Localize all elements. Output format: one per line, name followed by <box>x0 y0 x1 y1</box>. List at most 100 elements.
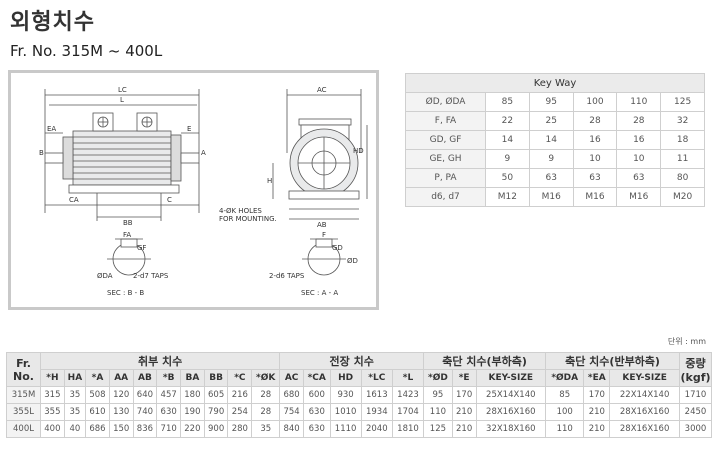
keyway-cell: M12 <box>485 187 530 207</box>
dimension-cell: 1810 <box>391 420 425 438</box>
dimension-cell: 686 <box>85 420 110 438</box>
dimension-cell: 180 <box>180 386 205 404</box>
dimension-cell: 1110 <box>329 420 362 438</box>
unit-note: 단위 : mm <box>667 337 706 346</box>
dim-fa-label: FA <box>123 231 131 239</box>
dim-a-label: A <box>201 149 206 157</box>
keyway-cell: 10 <box>616 149 662 169</box>
holes-note-line1: 4-ØK HOLES <box>219 207 262 215</box>
dimension-cell: 1710 <box>679 386 712 404</box>
column-header: *ØDA <box>545 369 585 387</box>
dimension-cell: 280 <box>227 420 253 438</box>
dimension-cell: 600 <box>302 386 331 404</box>
keyway-cell: M20 <box>660 187 705 207</box>
dimension-cell: 315 <box>40 386 65 404</box>
keyway-cell: 18 <box>660 130 705 150</box>
dim-lc-label: LC <box>118 86 127 94</box>
keyway-cell: 25 <box>528 111 574 131</box>
dimension-cell: 85 <box>545 386 585 404</box>
dimension-cell: 120 <box>108 386 134 404</box>
dimension-cell: 216 <box>227 386 253 404</box>
column-header: *B <box>156 369 182 387</box>
keyway-cell: 28 <box>616 111 662 131</box>
dimension-cell: 28X16X160 <box>475 403 547 421</box>
keyway-cell: 80 <box>660 168 705 188</box>
group-header: 취부 치수 <box>39 352 281 370</box>
dimension-cell: 400 <box>40 420 65 438</box>
group-header: 축단 치수(부하측) <box>423 352 547 370</box>
column-header: AA <box>108 369 134 387</box>
keyway-cell: 63 <box>616 168 662 188</box>
dimension-cell: 1423 <box>391 386 425 404</box>
dim-e-label: E <box>187 125 191 133</box>
frno-header: Fr. No. <box>6 352 41 387</box>
dimension-cell: 210 <box>451 420 477 438</box>
dimension-cell: 28X16X160 <box>609 420 680 438</box>
dimension-cell: 32X18X160 <box>475 420 547 438</box>
keyway-cell: 14 <box>485 130 530 150</box>
keyway-cell: 10 <box>572 149 618 169</box>
dimension-cell: 930 <box>329 386 362 404</box>
dimension-cell: 2450 <box>679 403 712 421</box>
dim-ac-label: AC <box>317 86 327 94</box>
dimension-cell: 754 <box>279 403 304 421</box>
dimension-cell: 210 <box>583 403 611 421</box>
keyway-cell: 63 <box>528 168 574 188</box>
page-title: 외형치수 <box>10 10 95 35</box>
dimension-cell: 35 <box>63 403 87 421</box>
column-header: AC <box>279 369 304 387</box>
keyway-cell: 28 <box>572 111 618 131</box>
keyway-cell: 32 <box>660 111 705 131</box>
dimension-cell: 2040 <box>360 420 393 438</box>
dimension-cell: 110 <box>423 403 453 421</box>
column-header: HD <box>329 369 362 387</box>
column-header: *ØD <box>423 369 453 387</box>
column-header: KEY-SIZE <box>609 369 680 387</box>
dimension-cell: 95 <box>423 386 453 404</box>
keyway-cell: 50 <box>485 168 530 188</box>
dimension-cell: 28 <box>251 386 281 404</box>
section-b-label: SEC : B - B <box>107 289 144 297</box>
column-header: *L <box>391 369 425 387</box>
dimension-cell: 210 <box>451 403 477 421</box>
dimension-cell: 610 <box>85 403 110 421</box>
dimension-cell: 22X14X140 <box>609 386 680 404</box>
dimension-cell: 150 <box>108 420 134 438</box>
dimension-cell: 1704 <box>391 403 425 421</box>
dim-da-label: ØDA <box>97 272 113 280</box>
dimension-cell: 170 <box>583 386 611 404</box>
dimension-cell: 1934 <box>360 403 393 421</box>
keyway-cell: 14 <box>528 130 574 150</box>
keyway-cell: 22 <box>485 111 530 131</box>
dimension-cell: 25X14X140 <box>475 386 547 404</box>
dimension-cell: 630 <box>156 403 182 421</box>
column-header: *E <box>451 369 477 387</box>
column-header: KEY-SIZE <box>475 369 547 387</box>
frame-range-subtitle: Fr. No. 315M ~ 400L <box>10 42 163 60</box>
dimension-cell: 28 <box>251 403 281 421</box>
dimension-cell: 640 <box>132 386 158 404</box>
dim-l-label: L <box>120 96 124 104</box>
column-header: BB <box>203 369 229 387</box>
keyway-row-label: P, PA <box>405 168 486 188</box>
keyway-cell: 110 <box>616 92 662 112</box>
dimension-cell: 210 <box>583 420 611 438</box>
column-header: *CA <box>302 369 331 387</box>
keyway-cell: 16 <box>616 130 662 150</box>
keyway-cell: 9 <box>528 149 574 169</box>
dimension-cell: 35 <box>63 386 87 404</box>
dimension-cell: 740 <box>132 403 158 421</box>
dimension-cell: 900 <box>203 420 229 438</box>
dimension-cell: 1010 <box>329 403 362 421</box>
dimension-cell: 28X16X160 <box>609 403 680 421</box>
keyway-row-label: ØD, ØDA <box>405 92 486 112</box>
dim-b-label: B <box>39 149 44 157</box>
